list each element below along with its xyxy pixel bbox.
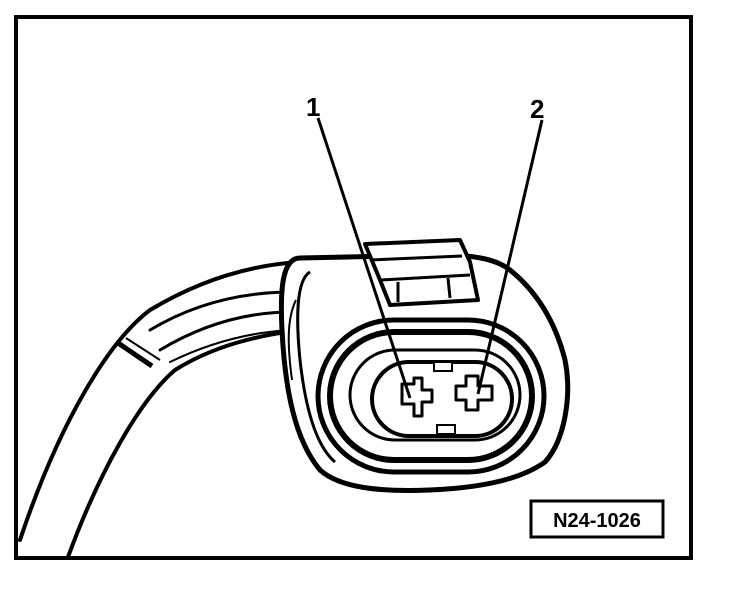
callout-2-leader bbox=[476, 119, 544, 395]
callout-2-label: 2 bbox=[530, 94, 544, 124]
callout-1-leader bbox=[316, 117, 412, 399]
figure-code: N24-1026 bbox=[553, 510, 641, 532]
locking-latch bbox=[363, 238, 480, 307]
callout-1-label: 1 bbox=[306, 92, 320, 122]
pin-2-socket bbox=[454, 374, 494, 412]
cable-sleeve-band bbox=[116, 340, 154, 369]
figure-code-box bbox=[529, 499, 665, 539]
pin-1-socket bbox=[400, 376, 434, 418]
coding-notch-bottom bbox=[436, 424, 456, 435]
coding-notch-top bbox=[433, 361, 453, 372]
wiring-harness bbox=[18, 260, 302, 559]
cable-sleeve-edge bbox=[125, 337, 161, 361]
connector-face-recess bbox=[327, 329, 535, 463]
